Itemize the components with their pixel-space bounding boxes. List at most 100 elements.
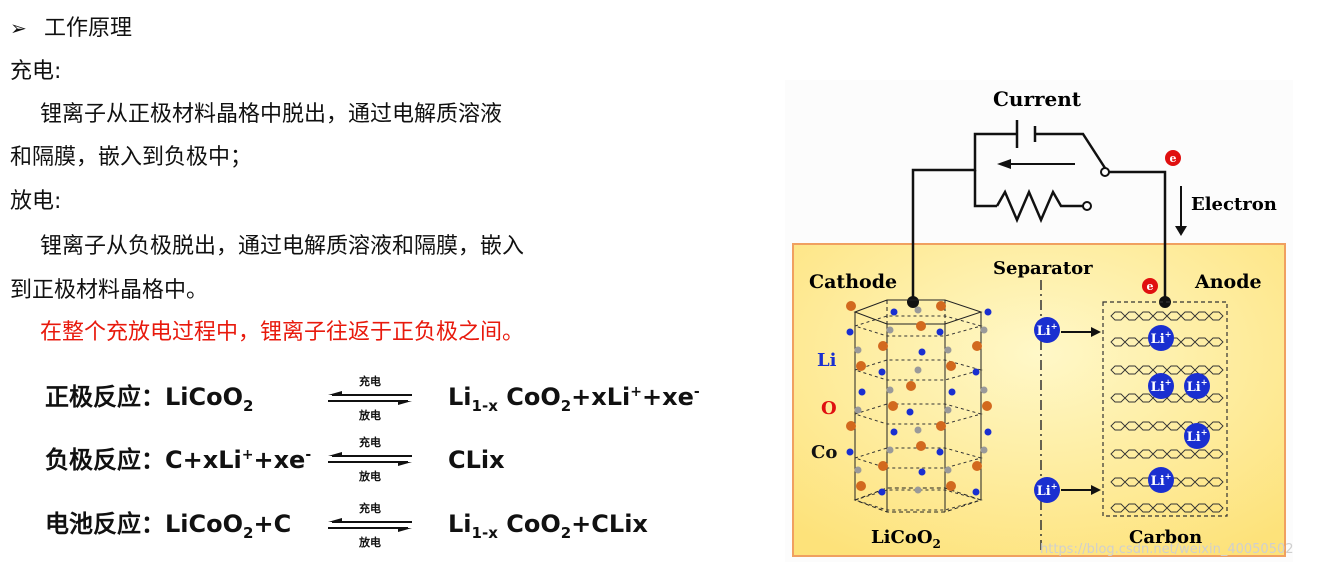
section-marker: ➢ [10, 16, 27, 40]
battery-diagram: Current e Electron Separator Cathode Ano… [785, 80, 1293, 562]
li-ion: Li+ [1034, 317, 1060, 343]
cobalt-atom [980, 326, 988, 334]
oxygen-atom [846, 421, 856, 431]
licoo2-label: LiCoO2 [871, 527, 941, 551]
discharge-description-line2: 到正极材料晶格中。 [10, 278, 209, 303]
lithium-atom [890, 308, 898, 316]
section-title: 工作原理 [44, 16, 133, 41]
oxygen-atom [878, 341, 888, 351]
cathode-label: Cathode [809, 271, 897, 293]
li-ion: Li+ [1148, 373, 1174, 399]
arrow-top-label: 充电 [359, 375, 381, 388]
oxygen-atom [972, 461, 982, 471]
graphite-ring [1208, 393, 1224, 403]
lithium-atom [906, 408, 914, 416]
cobalt-atom [854, 406, 862, 414]
current-label: Current [993, 87, 1082, 111]
oxygen-atom [916, 321, 926, 331]
lithium-atom [936, 448, 944, 456]
li-ion-body [1148, 373, 1174, 399]
electron-symbol: e [1170, 152, 1177, 165]
separator-label: Separator [993, 258, 1093, 279]
lattice-layer [853, 489, 983, 511]
cobalt-atom [914, 306, 922, 314]
lattice-layer [853, 359, 983, 381]
oxygen-atom [946, 361, 956, 371]
oxygen-atom [936, 301, 946, 311]
anode-terminal [1159, 296, 1171, 308]
lithium-atom [984, 308, 992, 316]
li-ion-migration-arrow-2 [1061, 485, 1101, 495]
arrow-top-label: 充电 [359, 502, 381, 515]
anode-label: Anode [1194, 271, 1262, 293]
li-ion: Li+ [1034, 477, 1060, 503]
electron-label: Electron [1191, 194, 1277, 215]
li-ion-body [1148, 325, 1174, 351]
li-ion-migration-arrow-1 [1061, 327, 1101, 337]
watermark: https://blog.csdn.net/weixin_40050502 [1040, 542, 1294, 557]
li-ion-body [1184, 373, 1210, 399]
lithium-atom [846, 328, 854, 336]
lithium-atom [846, 448, 854, 456]
discharge-description-line1: 锂离子从负极脱出，通过电解质溶液和隔膜，嵌入 [40, 234, 525, 259]
carbon-label: Carbon [1129, 527, 1202, 548]
electron-arrow [1175, 186, 1187, 236]
reaction-cell-lhs: 电池反应：LiCoO2+C [45, 510, 292, 542]
lithium-atom [878, 488, 886, 496]
lithium-atom [972, 368, 980, 376]
reversible-arrow: 充电 放电 [326, 373, 414, 423]
arrow-bottom-label: 放电 [359, 409, 381, 422]
reaction-label: 正极反应： [45, 383, 165, 411]
li-ion-body [1184, 423, 1210, 449]
cobalt-atom [914, 486, 922, 494]
oxygen-atom [856, 481, 866, 491]
external-circuit [911, 120, 1167, 302]
lithium-atom [936, 328, 944, 336]
oxygen-atom [946, 481, 956, 491]
li-label: Li [817, 350, 837, 371]
cathode-terminal [907, 296, 919, 308]
li-ion: Li+ [1148, 325, 1174, 351]
oxygen-atom [936, 421, 946, 431]
oxygen-atom [906, 381, 916, 391]
electron-anode: e [1142, 278, 1158, 294]
reaction-label: 负极反应： [45, 446, 165, 474]
cobalt-atom [980, 446, 988, 454]
oxygen-atom [888, 401, 898, 411]
reversible-arrow: 充电 放电 [326, 500, 414, 550]
reaction-negative-lhs: 负极反应：C+xLi++xe- [45, 446, 312, 474]
graphite-ring [1208, 503, 1224, 513]
li-ion-body [1034, 477, 1060, 503]
oxygen-atom [856, 361, 866, 371]
highlight-note: 在整个充放电过程中，锂离子往返于正负极之间。 [40, 320, 525, 345]
cobalt-atom [944, 406, 952, 414]
cobalt-atom [854, 346, 862, 354]
svg-text:e: e [1147, 280, 1154, 293]
cobalt-atom [980, 386, 988, 394]
switch-terminal [1100, 167, 1110, 177]
reaction-negative-rhs: CLix [448, 446, 505, 474]
lithium-atom [918, 348, 926, 356]
graphite-ring [1208, 365, 1224, 375]
cobalt-atom [886, 326, 894, 334]
li-ion: Li+ [1184, 373, 1210, 399]
cobalt-atom [944, 346, 952, 354]
li-ion: Li+ [1148, 467, 1174, 493]
lithium-atom [948, 388, 956, 396]
arrow-bottom-label: 放电 [359, 536, 381, 549]
o-label: O [821, 398, 837, 419]
cobalt-atom [854, 466, 862, 474]
oxygen-atom [972, 341, 982, 351]
cobalt-atom [914, 426, 922, 434]
li-ion-body [1148, 467, 1174, 493]
lithium-atom [890, 428, 898, 436]
cobalt-atom [944, 466, 952, 474]
li-ion-body [1034, 317, 1060, 343]
oxygen-atom [982, 401, 992, 411]
reaction-positive-lhs: 正极反应：LiCoO2 [45, 383, 254, 415]
lithium-atom [918, 468, 926, 476]
reaction-positive-rhs: Li1-x CoO2+xLi++xe- [448, 383, 700, 415]
graphite-ring [1208, 449, 1224, 459]
lithium-atom [858, 388, 866, 396]
graphite-ring [1208, 311, 1224, 321]
